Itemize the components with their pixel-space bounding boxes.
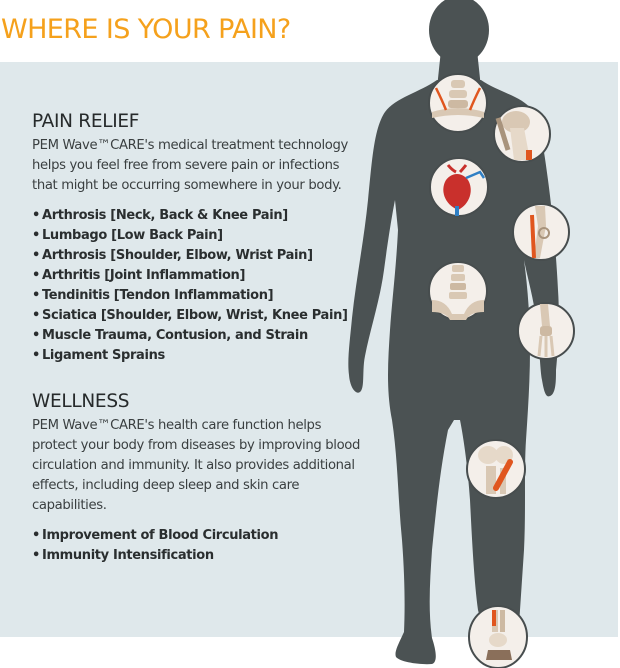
list-item: •Improvement of Blood Circulation [32,526,362,546]
bullet-icon: • [32,248,40,263]
bullet-icon: • [32,208,40,223]
list-item: •Immunity Intensification [32,546,362,566]
bullet-icon: • [32,328,40,343]
list-item: •Tendinitis [Tendon Inflammation] [32,286,362,306]
pain-relief-list: •Arthrosis [Neck, Back & Knee Pain] •Lum… [32,206,362,366]
hotspot-neck[interactable] [428,73,488,133]
list-item: •Muscle Trauma, Contusion, and Strain [32,326,362,346]
pain-relief-description: PEM Wave™CARE's medical treatment techno… [32,138,349,193]
wellness-heading: WELLNESS [32,391,130,412]
bullet-icon: • [32,308,40,323]
pain-relief-section: PAIN RELIEF PEM Wave™CARE's medical trea… [32,110,362,366]
list-item: •Arthritis [Joint Inflammation] [32,266,362,286]
list-item: •Arthrosis [Shoulder, Elbow, Wrist Pain] [32,246,362,266]
hotspot-knee[interactable] [466,439,526,499]
hotspot-wrist[interactable] [517,302,575,360]
wrist-joint-icon [537,304,555,357]
bullet-icon: • [32,288,40,303]
hotspot-lower-back[interactable] [428,261,488,321]
lumbar-spine-icon [432,265,484,320]
pain-relief-heading: PAIN RELIEF [32,111,140,132]
hotspot-ankle[interactable] [468,605,528,668]
bullet-icon: • [32,228,40,243]
list-item: •Sciatica [Shoulder, Elbow, Wrist, Knee … [32,306,362,326]
hotspot-heart[interactable] [429,157,489,217]
hotspot-elbow[interactable] [512,203,570,261]
list-item: •Lumbago [Low Back Pain] [32,226,362,246]
wellness-section: WELLNESS PEM Wave™CARE's health care fun… [32,390,362,566]
bullet-icon: • [32,548,40,563]
bullet-icon: • [32,348,40,363]
heart-icon [443,164,486,216]
content-column: PAIN RELIEF PEM Wave™CARE's medical trea… [32,110,362,566]
wellness-description: PEM Wave™CARE's health care function hel… [32,418,361,513]
shoulder-joint-icon [495,111,532,160]
ankle-joint-icon [486,610,512,660]
wellness-list: •Improvement of Blood Circulation •Immun… [32,526,362,566]
elbow-joint-icon [530,206,550,259]
list-item: •Arthrosis [Neck, Back & Knee Pain] [32,206,362,226]
bullet-icon: • [32,528,40,543]
hotspot-shoulder[interactable] [493,105,551,163]
list-item: •Ligament Sprains [32,346,362,366]
knee-joint-icon [478,446,513,494]
page-title: WHERE IS YOUR PAIN? [1,14,291,45]
bullet-icon: • [32,268,40,283]
neck-vertebrae-icon [432,80,484,118]
